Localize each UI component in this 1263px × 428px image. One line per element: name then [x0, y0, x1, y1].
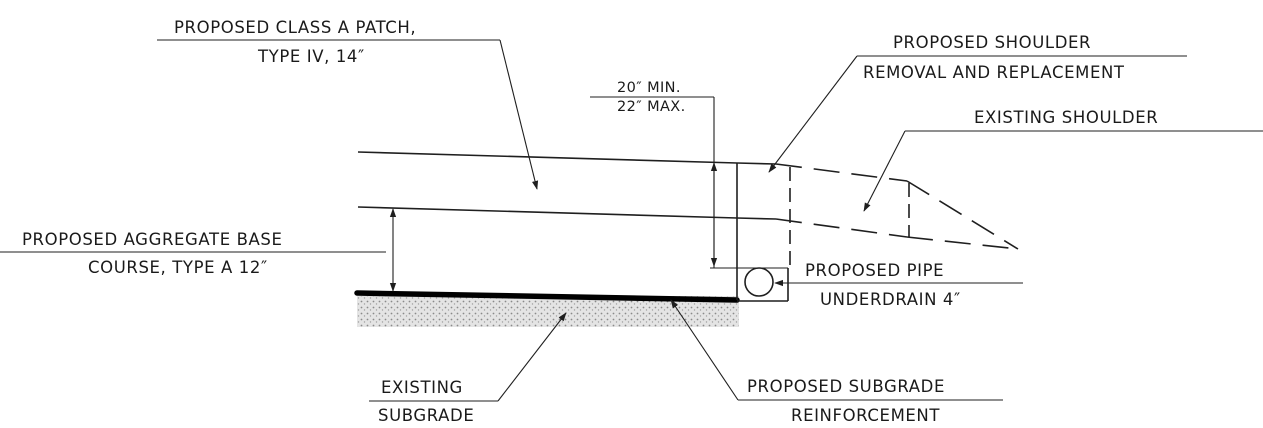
shoulder-base-dashed — [906, 236, 1019, 250]
subgrade-reinforcement-line — [354, 290, 740, 303]
pavement-section — [354, 151, 789, 327]
existing-shoulder-leader — [863, 130, 906, 212]
shoulder — [736, 162, 1019, 268]
subgrade-reinforcement-leader — [670, 299, 739, 401]
callout-existing-shoulder: EXISTING SHOULDER — [863, 108, 1263, 212]
shoulder-replacement-label-line2: REMOVAL AND REPLACEMENT — [863, 63, 1125, 82]
class-a-patch-label-line2: TYPE IV, 14″ — [257, 47, 365, 66]
shoulder-top-dashed — [775, 163, 908, 182]
existing-subgrade-label-line2: SUBGRADE — [378, 406, 474, 425]
aggregate-base-label-line2: COURSE, TYPE A 12″ — [88, 258, 268, 277]
shoulder-slope-dashed — [906, 180, 1019, 250]
aggregate-base-label-line1: PROPOSED AGGREGATE BASE — [22, 230, 283, 249]
class-a-patch-leader — [499, 39, 539, 190]
shoulder-bottom-solid — [736, 217, 777, 220]
callout-shoulder-replacement: PROPOSED SHOULDER REMOVAL AND REPLACEMEN… — [768, 33, 1187, 173]
depth-max-label: 22″ MAX. — [617, 99, 686, 115]
pipe-underdrain-label-line1: PROPOSED PIPE — [805, 261, 944, 280]
depth-min-label: 20″ MIN. — [617, 80, 681, 96]
base-top-line — [357, 206, 738, 219]
subgrade-reinforcement-label-line2: REINFORCEMENT — [791, 406, 940, 425]
shoulder-replacement-label-line1: PROPOSED SHOULDER — [893, 33, 1091, 52]
pipe-underdrain-circle — [744, 267, 774, 297]
patch-top-line — [357, 151, 738, 164]
existing-subgrade-leader — [497, 312, 567, 402]
existing-subgrade-label-line1: EXISTING — [381, 378, 463, 397]
callout-subgrade-reinforcement: PROPOSED SUBGRADE REINFORCEMENT — [670, 299, 1003, 425]
callout-depth: 20″ MIN. 22″ MAX. — [590, 80, 718, 268]
shoulder-bottom-dashed — [775, 218, 908, 238]
shoulder-replacement-leader — [768, 55, 858, 173]
callout-class-a-patch: PROPOSED CLASS A PATCH, TYPE IV, 14″ — [157, 18, 539, 190]
callout-existing-subgrade: EXISTING SUBGRADE — [369, 312, 567, 425]
callout-aggregate-base: PROPOSED AGGREGATE BASE COURSE, TYPE A 1… — [0, 208, 397, 292]
existing-shoulder-label: EXISTING SHOULDER — [974, 108, 1158, 127]
class-a-patch-label-line1: PROPOSED CLASS A PATCH, — [174, 18, 416, 37]
subgrade-reinforcement-label-line1: PROPOSED SUBGRADE — [747, 377, 945, 396]
callout-pipe-underdrain: PROPOSED PIPE UNDERDRAIN 4″ — [774, 261, 1023, 309]
pipe-underdrain-label-line2: UNDERDRAIN 4″ — [820, 290, 961, 309]
shoulder-top-solid — [736, 162, 777, 165]
